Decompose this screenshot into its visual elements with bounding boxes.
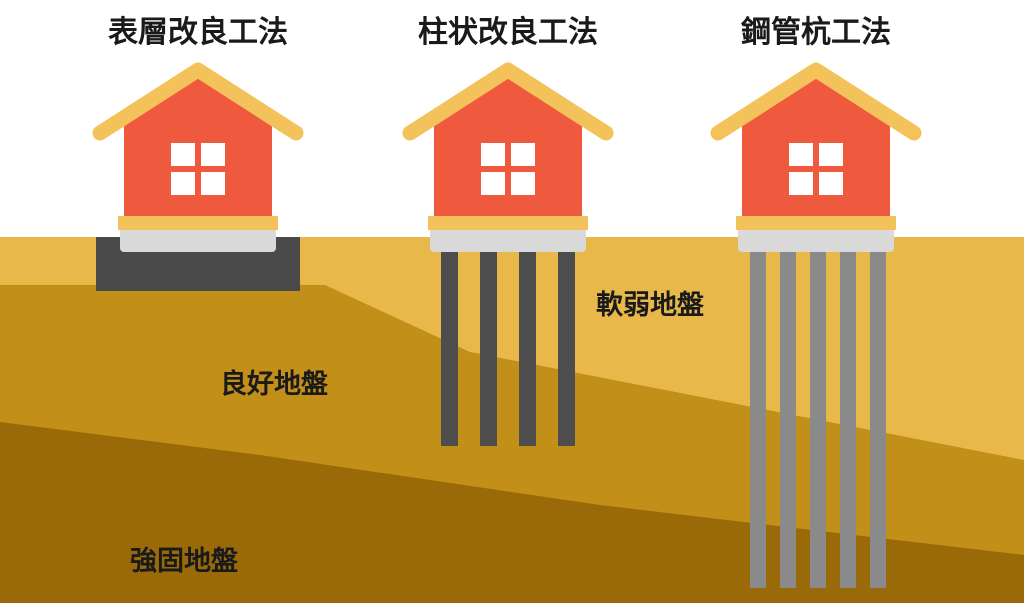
steel-pile — [810, 252, 826, 588]
soil-cement-columns — [441, 252, 575, 446]
column — [519, 252, 536, 446]
column — [480, 252, 497, 446]
house-wall — [124, 75, 272, 216]
steel-pile — [840, 252, 856, 588]
label-soft-ground: 軟弱地盤 — [596, 290, 704, 321]
window — [481, 143, 535, 195]
column — [558, 252, 575, 446]
house-surface — [92, 62, 304, 252]
house-wall — [742, 75, 890, 216]
house-column — [402, 62, 614, 252]
steel-pipe-piles — [750, 252, 886, 588]
roof — [402, 62, 614, 141]
label-good-ground: 良好地盤 — [220, 369, 328, 400]
house-pile — [710, 62, 922, 252]
firm-ground-layer — [0, 422, 1024, 603]
house-sill — [428, 216, 588, 230]
roof — [92, 62, 304, 141]
house-sill — [118, 216, 278, 230]
window — [789, 143, 843, 195]
house-sill — [736, 216, 896, 230]
column — [441, 252, 458, 446]
steel-pile — [780, 252, 796, 588]
title-column-improvement: 柱状改良工法 — [418, 15, 598, 50]
title-surface-improvement: 表層改良工法 — [108, 15, 288, 50]
title-steel-pipe-pile: 鋼管杭工法 — [741, 15, 891, 50]
steel-pile — [870, 252, 886, 588]
steel-pile — [750, 252, 766, 588]
roof — [710, 62, 922, 141]
label-firm-ground: 強固地盤 — [130, 546, 238, 577]
house-wall — [434, 75, 582, 216]
window — [171, 143, 225, 195]
